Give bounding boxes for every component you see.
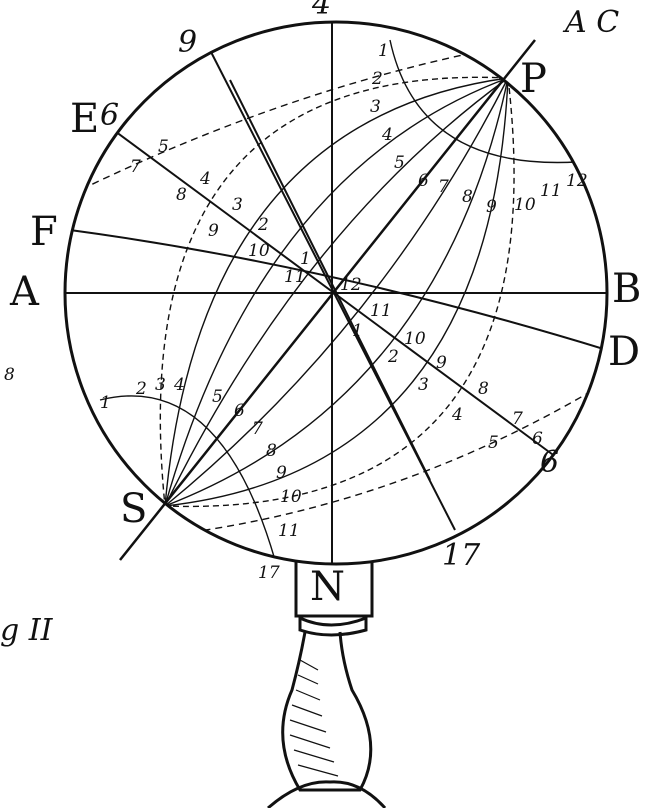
upper-arc-num: 1 [378,41,389,61]
upper-arc-num: 6 [418,171,429,191]
label-a: A [9,269,40,315]
upper-arc-num: 10 [514,195,536,215]
upper-diagonal-num: 1 [300,249,311,269]
upper-arc-num: 3 [370,97,381,117]
label-top-left: 9 [178,25,197,60]
lower-arc-num: 8 [266,441,277,461]
stand-hatching [289,659,339,777]
lower-diagonal-num: 5 [488,433,499,453]
label-e: E [70,96,99,142]
upper-diagonal-num: 12 [340,275,362,295]
stand-collar [294,556,374,618]
stand-base [267,780,387,808]
colure-line-2 [229,79,431,481]
label-b: B [612,266,641,312]
lower-arc-num: 4 [173,375,185,395]
upper-diagonal-num: 3 [232,195,243,215]
lower-diagonal-num: 9 [436,353,447,373]
upper-arc-num: 5 [394,153,405,173]
lower-arc-numbers: 1 2 3 4 5 6 7 8 9 10 11 [100,375,302,541]
upper-arc-num: 9 [486,197,497,217]
lower-arc-num: 3 [155,375,166,395]
lower-diagonal-num: 10 [404,329,426,349]
label-left-mark: 8 [4,365,15,385]
globe-stand [267,556,387,808]
upper-diagonal-num: 2 [257,215,269,235]
upper-diagonal-num: 10 [248,241,270,261]
upper-diagonal-num: 5 [158,137,169,157]
upper-arc-num: 7 [438,177,449,197]
label-p: P [520,56,547,102]
label-top-center: 4 [311,0,331,22]
upper-arc-num: 11 [540,181,562,201]
lower-diagonal-num: 1 [352,321,363,341]
upper-arc-num: 4 [381,125,393,145]
upper-diagonal-num: 8 [176,185,187,205]
upper-diagonal-num: 4 [199,169,211,189]
label-bottom-right-num: 6 [540,445,559,480]
parallel-circles [65,39,607,561]
upper-arc-numbers: 1 2 3 4 5 6 7 8 9 10 11 12 [370,41,588,217]
label-fig: g II [0,613,54,648]
lower-arc-num: 11 [278,521,300,541]
lower-diagonal-num: 3 [418,375,429,395]
lower-diagonal-num: 6 [532,429,543,449]
lower-arc-num: 1 [100,393,111,413]
label-n: N [310,564,345,610]
lower-diagonal-num: 2 [387,347,399,367]
lower-arc-num: 6 [234,401,245,421]
upper-diagonal-num: 7 [130,157,141,177]
lower-diagonal-num: 11 [370,301,392,321]
stand-neck [298,615,368,637]
ecliptic-curve [69,229,607,351]
label-f: F [30,209,58,255]
label-e-num: 6 [100,98,119,133]
lower-arc-num: 7 [252,419,263,439]
label-d: D [608,329,640,375]
lower-arc-num: 9 [276,463,287,483]
lower-diagonal-num: 7 [512,409,523,429]
polar-axis [119,39,536,561]
label-s: S [120,486,147,532]
lower-arc-num: 5 [212,387,223,407]
lower-diagonal-num: 8 [478,379,489,399]
upper-arc-num: 8 [462,187,473,207]
upper-arc-num: 2 [371,69,383,89]
stand-baluster [281,631,373,792]
upper-diagonal-num: 9 [208,221,219,241]
label-bottom-right: 17 [442,538,481,573]
upper-diagonal-numbers: 5 7 8 4 3 9 2 10 1 11 12 [130,137,362,295]
label-ac: A C [562,5,619,40]
upper-arc-num: 12 [566,171,588,191]
lower-diagonal-numbers: 11 1 10 2 9 3 8 4 7 5 6 [352,301,543,453]
meridian-diagonal [99,119,561,461]
lower-arc-num: 10 [280,487,302,507]
upper-diagonal-num: 11 [284,267,306,287]
lower-diagonal-num: 4 [451,405,463,425]
label-bottom-left: 17 [258,563,280,583]
lower-arc-num: 2 [135,379,147,399]
